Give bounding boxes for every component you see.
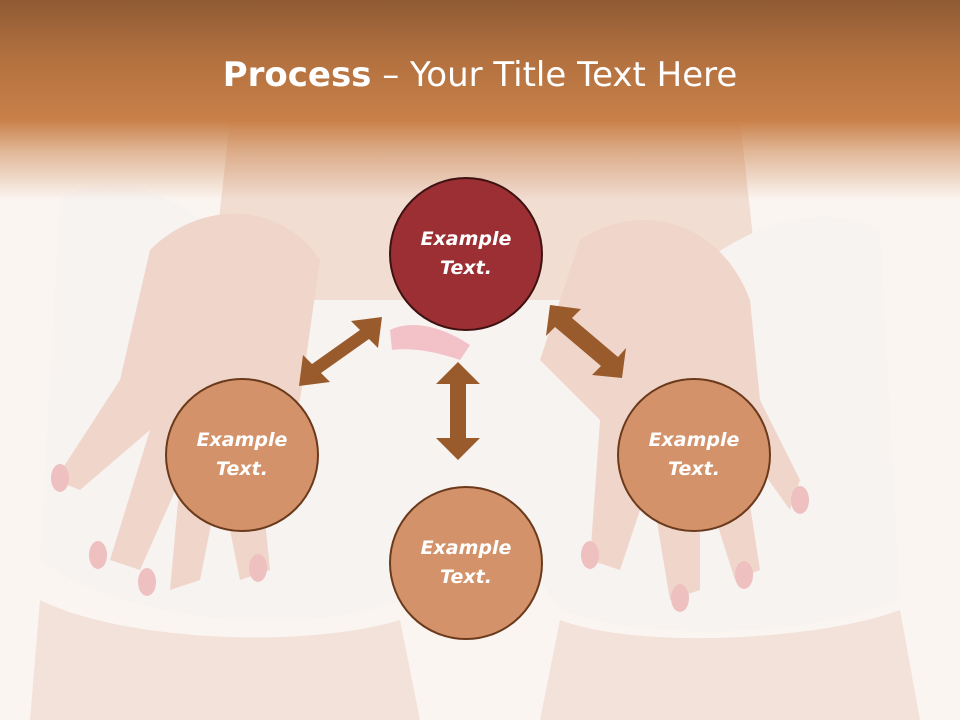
node-top[interactable]: Example Text. xyxy=(389,177,543,331)
node-top-label: Example Text. xyxy=(420,228,512,279)
node-right[interactable]: Example Text. xyxy=(617,378,771,532)
title-bold: Process xyxy=(222,55,372,95)
arrow-upper-right-icon xyxy=(546,305,626,378)
title-bar: Process – Your Title Text Here xyxy=(0,0,960,200)
slide-title[interactable]: Process – Your Title Text Here xyxy=(0,52,960,98)
node-left[interactable]: Example Text. xyxy=(165,378,319,532)
node-bottom[interactable]: Example Text. xyxy=(389,486,543,640)
arrow-upper-left-icon xyxy=(299,317,382,386)
node-left-label: Example Text. xyxy=(196,429,288,480)
node-bottom-label: Example Text. xyxy=(420,537,512,588)
node-right-label: Example Text. xyxy=(648,429,740,480)
title-rest: – Your Title Text Here xyxy=(371,55,738,95)
arrow-vertical-icon xyxy=(436,362,480,460)
